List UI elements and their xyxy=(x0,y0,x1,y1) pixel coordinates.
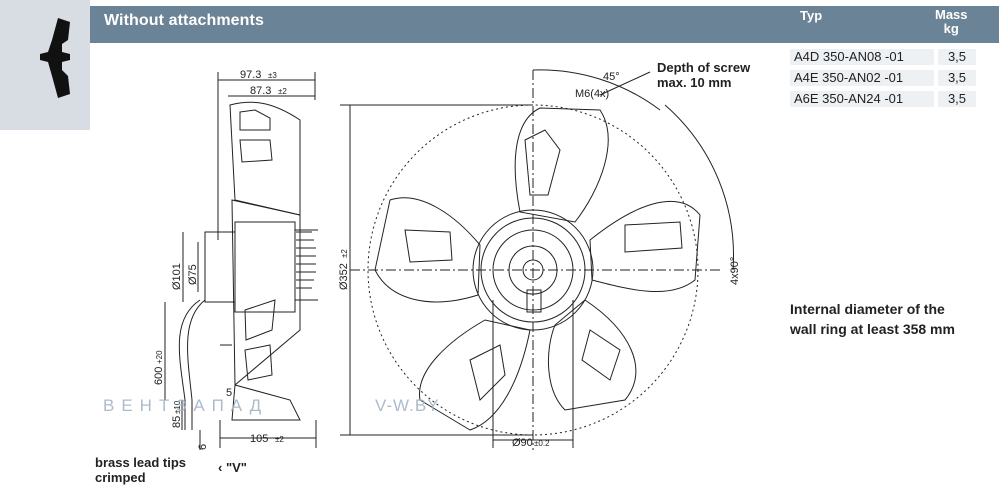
dim-75: Ø75 xyxy=(187,264,199,285)
dim-105: 105 xyxy=(250,433,268,445)
column-header-mass: Mass kg xyxy=(935,8,968,36)
dim-87-3: 87.3 xyxy=(250,85,271,97)
dim-101: Ø101 xyxy=(171,263,183,290)
model-type-2: A4E 350-AN02 -01 xyxy=(790,70,934,86)
dim-352: Ø352 xyxy=(338,263,350,290)
screw-depth-line-2: max. 10 mm xyxy=(657,75,732,90)
model-mass-2: 3,5 xyxy=(938,70,976,86)
dim-90: Ø90 xyxy=(512,437,533,449)
arrow-left-icon: ‹ xyxy=(218,460,223,475)
angle-45: 45° xyxy=(603,71,620,83)
dim-97-3-tol: ±3 xyxy=(268,71,277,80)
dim-6: 6 xyxy=(197,444,209,450)
angle-4x90: 4x90° xyxy=(729,257,741,285)
brass-lead-line-2: crimped xyxy=(95,470,146,485)
view-v-label: ‹ "V" xyxy=(218,460,247,475)
side-view-vertical-labels: Ø101 Ø75 600 +20 85 ±10 6 xyxy=(153,263,209,450)
model-mass-1: 3,5 xyxy=(938,49,976,65)
page-title: Without attachments xyxy=(104,12,264,29)
fan-blade-icon xyxy=(40,18,70,98)
view-v-text: "V" xyxy=(225,460,247,475)
dim-85: 85 xyxy=(171,416,183,428)
screw-depth-line-1: Depth of screw xyxy=(657,60,751,75)
mass-unit: kg xyxy=(943,21,959,36)
front-view-labels: Ø352 ±2 Ø90 ±0.2 45° M6(4x) 4x90° xyxy=(338,71,741,449)
wall-ring-line-2: wall ring at least 358 mm xyxy=(790,321,955,337)
thread-m6: M6(4x) xyxy=(575,88,609,100)
wall-ring-note: Internal diameter of the wall ring at le… xyxy=(790,299,955,339)
dim-352-tol: ±2 xyxy=(340,249,349,258)
brass-lead-note: brass lead tips crimped xyxy=(95,455,186,485)
dim-90-tol: ±0.2 xyxy=(534,439,550,448)
dim-600: 600 xyxy=(153,367,165,385)
dim-85-tol: ±10 xyxy=(173,400,182,414)
wall-ring-line-1: Internal diameter of the xyxy=(790,301,945,317)
dim-5: 5 xyxy=(226,387,232,399)
dim-87-3-tol: ±2 xyxy=(278,87,287,96)
watermark-left: ВЕНТЗАПАД xyxy=(103,396,269,415)
column-header-typ: Typ xyxy=(800,8,823,23)
model-type-1: A4D 350-AN08 -01 xyxy=(790,49,934,65)
dim-600-tol: +20 xyxy=(155,350,164,364)
mass-label: Mass xyxy=(935,7,968,22)
watermark-right: V-W.BY xyxy=(375,396,440,415)
dim-97-3: 97.3 xyxy=(240,69,261,81)
screw-depth-note: Depth of screw max. 10 mm xyxy=(657,60,750,90)
dim-105-tol: ±2 xyxy=(275,435,284,444)
brass-lead-line-1: brass lead tips xyxy=(95,455,187,470)
side-view-labels: 97.3 ±3 87.3 ±2 5 105 ±2 xyxy=(226,69,287,445)
left-tab xyxy=(0,0,90,130)
model-mass-3: 3,5 xyxy=(938,91,976,107)
header-bar xyxy=(90,6,999,43)
model-type-3: A6E 350-AN24 -01 xyxy=(790,91,934,107)
side-view xyxy=(164,72,318,450)
front-view xyxy=(340,69,734,450)
